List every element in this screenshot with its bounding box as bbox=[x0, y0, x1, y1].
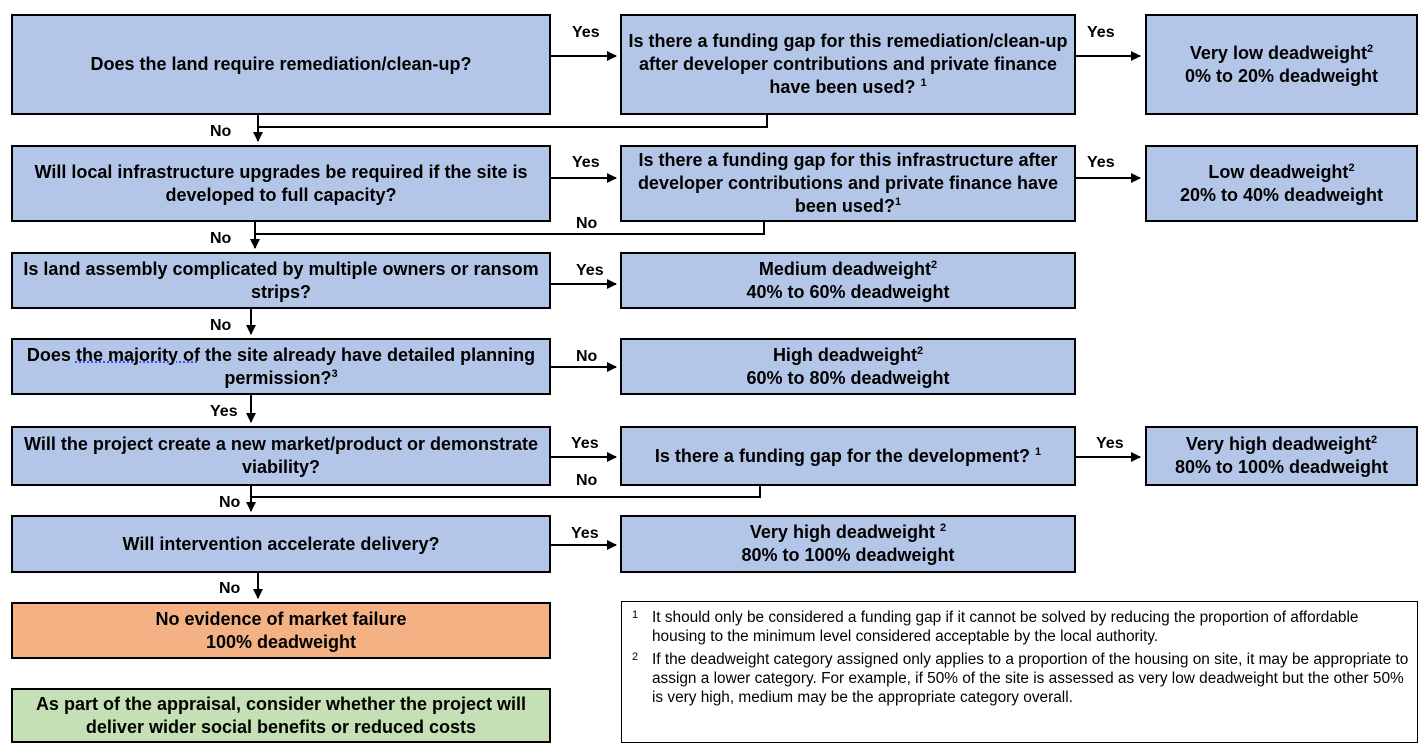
label-gap1-yes: Yes bbox=[1087, 24, 1115, 41]
label-q4-no: No bbox=[576, 348, 598, 365]
line-gap2-no bbox=[255, 221, 765, 235]
label-gap2-no: No bbox=[576, 215, 598, 232]
label-q3-yes: Yes bbox=[576, 262, 604, 279]
label-gap3-no: No bbox=[576, 472, 598, 489]
question-planning-permission: Does the majority of the site already ha… bbox=[11, 338, 551, 395]
label-q6-yes: Yes bbox=[571, 525, 599, 542]
footnote-1: 1 It should only be considered a funding… bbox=[632, 609, 1359, 645]
question-new-market: Will the project create a new market/pro… bbox=[11, 426, 551, 486]
question-remediation: Does the land require remediation/clean-… bbox=[11, 14, 551, 115]
question-funding-gap-remediation: Is there a funding gap for this remediat… bbox=[620, 14, 1076, 115]
note-social-benefits: As part of the appraisal, consider wheth… bbox=[11, 688, 551, 743]
label-q2-yes: Yes bbox=[572, 154, 600, 171]
label-gap3-yes: Yes bbox=[1096, 435, 1124, 452]
question-land-assembly: Is land assembly complicated by multiple… bbox=[11, 252, 551, 309]
label-q5-no: No bbox=[219, 494, 241, 511]
label-q1-no: No bbox=[210, 123, 232, 140]
label-q6-no: No bbox=[219, 580, 241, 597]
label-q3-no: No bbox=[210, 317, 232, 334]
question-funding-gap-development: Is there a funding gap for the developme… bbox=[620, 426, 1076, 486]
question-accelerate-delivery: Will intervention accelerate delivery? bbox=[11, 515, 551, 573]
question-infrastructure: Will local infrastructure upgrades be re… bbox=[11, 145, 551, 222]
label-q4-yes: Yes bbox=[210, 403, 238, 420]
line-gap3-no bbox=[251, 485, 761, 498]
label-q2-no: No bbox=[210, 230, 232, 247]
label-q5-yes: Yes bbox=[571, 435, 599, 452]
label-q1-yes: Yes bbox=[572, 24, 600, 41]
footnotes-box: 1 It should only be considered a funding… bbox=[621, 601, 1418, 743]
label-gap2-yes: Yes bbox=[1087, 154, 1115, 171]
footnote-2: 2 If the deadweight category assigned on… bbox=[632, 651, 1409, 706]
question-funding-gap-infrastructure: Is there a funding gap for this infrastr… bbox=[620, 145, 1076, 222]
line-gap1-no bbox=[258, 114, 768, 128]
